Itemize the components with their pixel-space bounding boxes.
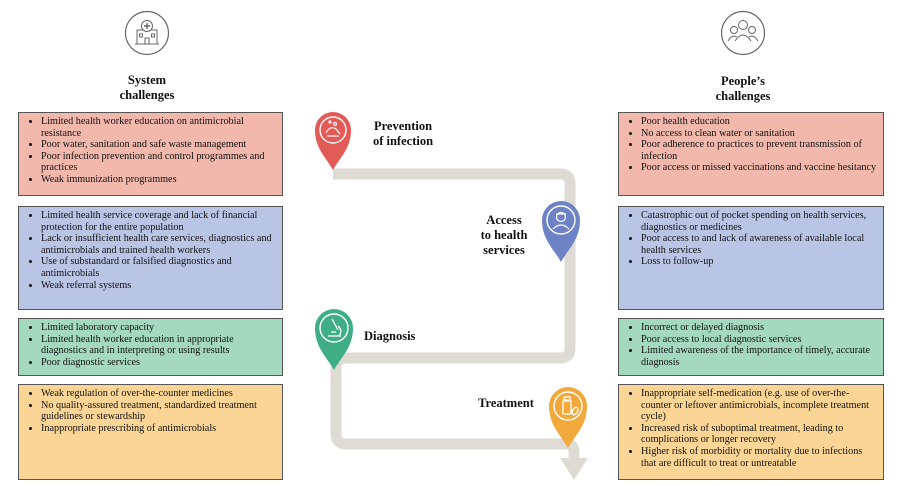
- system-box-prevention: Limited health worker education on antim…: [18, 112, 283, 196]
- list-item: No access to clean water or sanitation: [641, 128, 877, 140]
- stage-label-treatment: Treatment: [468, 396, 544, 411]
- system-challenges-title: System challenges: [97, 73, 197, 103]
- medicine-bottle-icon: [562, 396, 579, 416]
- list-item: Poor adherence to practices to prevent t…: [641, 139, 877, 162]
- stage-label-line: Access: [486, 213, 522, 227]
- pin-prevention: [315, 112, 351, 170]
- stage-label-prevention: Prevention of infection: [360, 119, 446, 149]
- pin-diagnosis: [315, 309, 353, 370]
- list-item: Catastrophic out of pocket spending on h…: [641, 210, 877, 233]
- people-box-treatment: Inappropriate self-medication (e.g. use …: [618, 384, 884, 480]
- list-item: Limited health worker education in appro…: [41, 334, 276, 357]
- people-box-access: Catastrophic out of pocket spending on h…: [618, 206, 884, 310]
- list-item: Poor water, sanitation and safe waste ma…: [41, 139, 276, 151]
- people-challenges-title: People’s challenges: [693, 74, 793, 104]
- pin-access: [542, 201, 580, 262]
- list-item: No quality-assured treatment, standardiz…: [41, 400, 276, 423]
- stage-label-line: Treatment: [478, 396, 534, 410]
- microscope-icon: [328, 318, 342, 337]
- health-worker-icon: [552, 211, 570, 230]
- list-item: Weak regulation of over-the-counter medi…: [41, 388, 276, 400]
- list-item: Limited health service coverage and lack…: [41, 210, 276, 233]
- stage-label-diagnosis: Diagnosis: [364, 329, 436, 344]
- list-item: Weak immunization programmes: [41, 174, 276, 186]
- list-item: Lack or insufficient health care service…: [41, 233, 276, 256]
- system-title-line1: System: [127, 73, 167, 87]
- list-item: Increased risk of suboptimal treatment, …: [641, 423, 877, 446]
- stage-label-line: Diagnosis: [364, 329, 416, 343]
- list-item: Limited health worker education on antim…: [41, 116, 276, 139]
- list-item: Poor health education: [641, 116, 877, 128]
- list-item: Higher risk of morbidity or mortality du…: [641, 446, 877, 469]
- stage-label-line: to health: [480, 228, 528, 242]
- people-group-icon: [720, 10, 766, 56]
- stage-label-line: Prevention: [373, 119, 433, 133]
- people-title-line1: People’s: [721, 74, 765, 88]
- people-box-diagnosis: Incorrect or delayed diagnosis Poor acce…: [618, 318, 884, 376]
- pin-treatment: [549, 387, 587, 448]
- list-item: Limited awareness of the importance of t…: [641, 345, 877, 368]
- hospital-icon: [124, 10, 170, 56]
- pathway-arrow-head: [560, 458, 588, 480]
- hand-washing-icon: [325, 120, 341, 137]
- stage-label-access: Access to health services: [468, 213, 540, 258]
- system-box-access: Limited health service coverage and lack…: [18, 206, 283, 310]
- list-item: Limited laboratory capacity: [41, 322, 276, 334]
- stage-label-line: services: [483, 243, 525, 257]
- list-item: Poor infection prevention and control pr…: [41, 151, 276, 174]
- people-title-line2: challenges: [715, 89, 771, 103]
- system-box-treatment: Weak regulation of over-the-counter medi…: [18, 384, 283, 480]
- system-title-line2: challenges: [119, 88, 175, 102]
- list-item: Incorrect or delayed diagnosis: [641, 322, 877, 334]
- people-box-prevention: Poor health education No access to clean…: [618, 112, 884, 196]
- stage-label-line: of infection: [372, 134, 434, 148]
- list-item: Loss to follow-up: [641, 256, 877, 268]
- list-item: Use of substandard or falsified diagnost…: [41, 256, 276, 279]
- list-item: Poor diagnostic services: [41, 357, 276, 369]
- list-item: Weak referral systems: [41, 280, 276, 292]
- list-item: Poor access or missed vaccinations and v…: [641, 162, 877, 174]
- system-box-diagnosis: Limited laboratory capacity Limited heal…: [18, 318, 283, 376]
- list-item: Poor access to and lack of awareness of …: [641, 233, 877, 256]
- list-item: Inappropriate prescribing of antimicrobi…: [41, 423, 276, 435]
- list-item: Inappropriate self-medication (e.g. use …: [641, 388, 877, 423]
- list-item: Poor access to local diagnostic services: [641, 334, 877, 346]
